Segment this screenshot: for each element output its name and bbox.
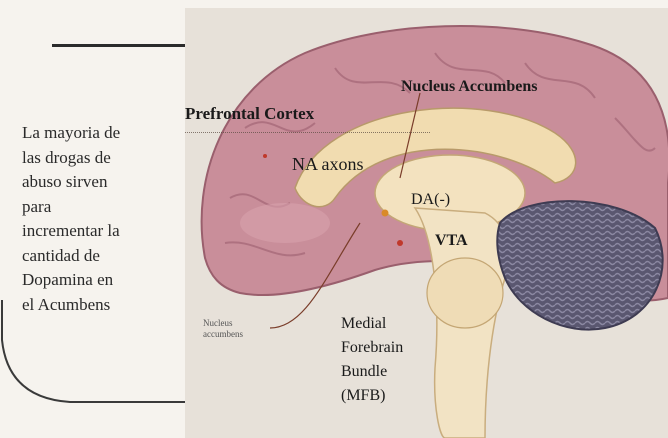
label-nucleus-accumbens-small: Nucleus accumbens bbox=[203, 318, 243, 340]
nucleus-accumbens-dot bbox=[382, 210, 389, 217]
label-nucleus-accumbens: Nucleus Accumbens bbox=[401, 78, 537, 96]
label-nucleus-accumbens-small-line: accumbens bbox=[203, 329, 243, 340]
brain-illustration: Nucleus Accumbens Prefrontal Cortex NA a… bbox=[185, 8, 668, 438]
prefrontal-dot bbox=[263, 154, 267, 158]
caption-line: Dopamina en bbox=[22, 268, 184, 293]
caption-line: las drogas de bbox=[22, 146, 184, 171]
side-caption: La mayoria de las drogas de abuso sirven… bbox=[22, 121, 184, 317]
label-nucleus-accumbens-small-line: Nucleus bbox=[203, 318, 243, 329]
caption-line: para bbox=[22, 195, 184, 220]
mfb-line: Bundle bbox=[341, 360, 403, 384]
caption-line: abuso sirven bbox=[22, 170, 184, 195]
brain-sagittal-diagram bbox=[185, 8, 668, 438]
prefrontal-subtitle-scribble bbox=[185, 132, 430, 139]
label-vta: VTA bbox=[435, 232, 468, 250]
label-prefrontal-cortex: Prefrontal Cortex bbox=[185, 104, 314, 124]
pons bbox=[427, 258, 503, 328]
label-medial-forebrain-bundle: Medial Forebrain Bundle (MFB) bbox=[341, 312, 403, 408]
slide-divider-line bbox=[52, 44, 188, 47]
mfb-line: (MFB) bbox=[341, 384, 403, 408]
caption-line: La mayoria de bbox=[22, 121, 184, 146]
caption-line: incrementar la bbox=[22, 219, 184, 244]
mfb-line: Medial bbox=[341, 312, 403, 336]
label-na-axons: NA axons bbox=[292, 154, 364, 175]
label-da: DA(-) bbox=[411, 191, 450, 209]
mfb-line: Forebrain bbox=[341, 336, 403, 360]
caption-line: el Acumbens bbox=[22, 293, 184, 318]
caption-line: cantidad de bbox=[22, 244, 184, 269]
vta-dot bbox=[397, 240, 403, 246]
